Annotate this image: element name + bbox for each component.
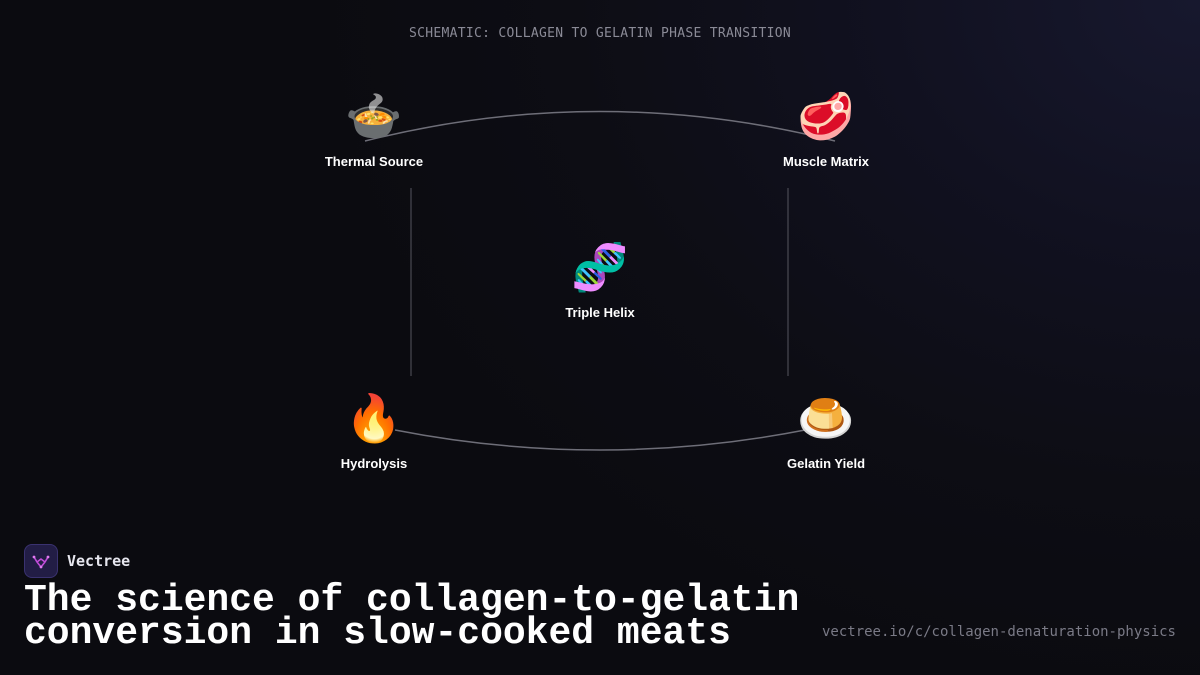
node-label: Muscle Matrix <box>783 154 869 169</box>
diagram-header: SCHEMATIC: COLLAGEN TO GELATIN PHASE TRA… <box>409 26 791 41</box>
vectree-logo-icon <box>24 544 58 578</box>
node-label: Thermal Source <box>324 154 424 169</box>
page-title: The science of collagen-to-gelatin conve… <box>24 579 800 655</box>
node-label: Triple Helix <box>565 305 635 320</box>
node-label: Gelatin Yield <box>786 456 866 471</box>
custard-icon: 🍮 <box>797 392 855 444</box>
node-thermal-source: 🍲 Thermal Source <box>274 88 474 169</box>
brand[interactable]: Vectree <box>24 544 130 578</box>
fire-icon: 🔥 <box>345 392 403 444</box>
node-gelatin-yield: 🍮 Gelatin Yield <box>726 390 926 471</box>
connector-thermal-muscle <box>364 110 836 142</box>
pot-of-food-icon: 🍲 <box>345 90 403 142</box>
node-triple-helix: 🧬 Triple Helix <box>500 239 700 320</box>
node-muscle-matrix: 🥩 Muscle Matrix <box>726 88 926 169</box>
cut-of-meat-icon: 🥩 <box>797 90 855 142</box>
dna-icon: 🧬 <box>571 241 629 293</box>
node-hydrolysis: 🔥 Hydrolysis <box>274 390 474 471</box>
node-label: Hydrolysis <box>340 456 408 471</box>
page-url[interactable]: vectree.io/c/collagen-denaturation-physi… <box>821 624 1176 640</box>
brand-name: Vectree <box>67 552 131 570</box>
connector-hydro-gelatin <box>394 429 806 451</box>
